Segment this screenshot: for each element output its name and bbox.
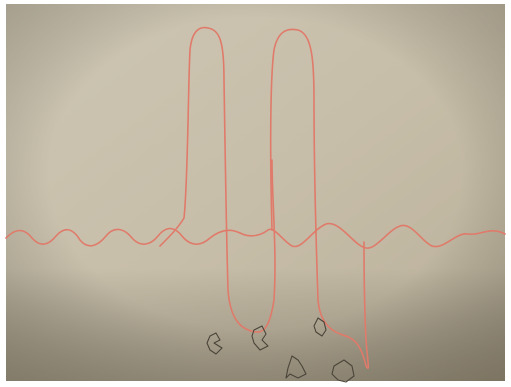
wall-surface bbox=[6, 4, 505, 381]
